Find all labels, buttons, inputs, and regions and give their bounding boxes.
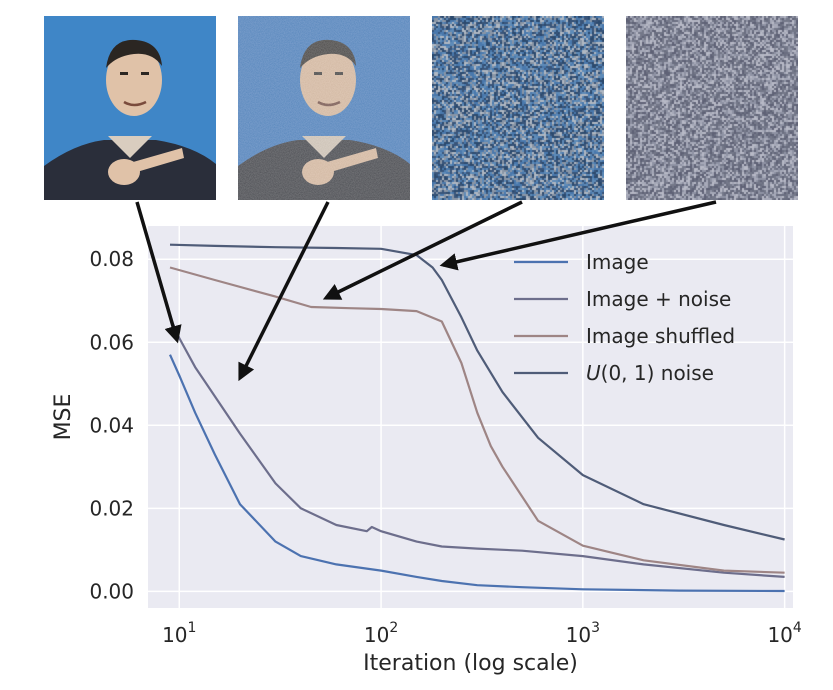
series-line-2 [169,266,785,574]
arrow-image-shuffled [322,200,523,300]
x-tick-base: 10 [566,623,591,647]
y-axis-ticks: 0.00 0.02 0.04 0.06 0.08 [89,247,134,603]
arrow-uniform-noise [439,200,717,271]
annotation-arrows [135,200,717,382]
uniform-noise-icon [626,16,798,200]
x-tick-base: 10 [364,623,389,647]
y-tick-label: 0.00 [89,579,134,603]
plot-area [148,226,793,608]
x-tick-exponent: 3 [591,620,600,636]
portrait-noisy-icon [238,16,410,200]
legend-entry: Image [586,250,649,274]
x-tick-label: 103 [566,620,600,647]
legend-text: Image shuffled [586,324,735,348]
x-tick-exponent: 2 [389,620,398,636]
y-axis-label: MSE [51,394,76,441]
x-tick-exponent: 4 [793,620,802,636]
series-line-1 [168,316,785,578]
portrait-image-icon [44,16,216,200]
y-tick-label: 0.06 [89,330,134,354]
x-tick-label: 101 [162,620,196,647]
x-tick-base: 10 [767,623,792,647]
legend-entry: Image + noise [586,287,731,311]
x-tick-label: 102 [364,620,398,647]
thumbnail-image [44,16,216,200]
y-tick-label: 0.04 [89,413,134,437]
legend-text: Image + noise [586,287,731,311]
x-axis-label: Iteration (log scale) [363,651,578,676]
legend-text: Image [586,250,649,274]
legend-rest: (0, 1) noise [601,361,714,385]
arrow-image [135,201,182,344]
x-tick-exponent: 1 [188,620,197,636]
shuffled-noise-icon [432,16,604,200]
legend-entry: U(0, 1) noise [586,361,714,385]
thumbnail-image-noise [238,16,410,200]
legend-entry: Image shuffled [586,324,735,348]
legend-math: U [586,361,601,385]
x-tick-label: 104 [767,620,801,647]
thumbnail-uniform-noise [626,16,798,200]
arrow-image-noise [238,201,330,382]
thumbnail-image-shuffled [432,16,604,200]
x-tick-base: 10 [162,623,187,647]
series-line-0 [168,354,785,593]
y-tick-label: 0.02 [89,496,134,520]
y-tick-label: 0.08 [89,247,134,271]
